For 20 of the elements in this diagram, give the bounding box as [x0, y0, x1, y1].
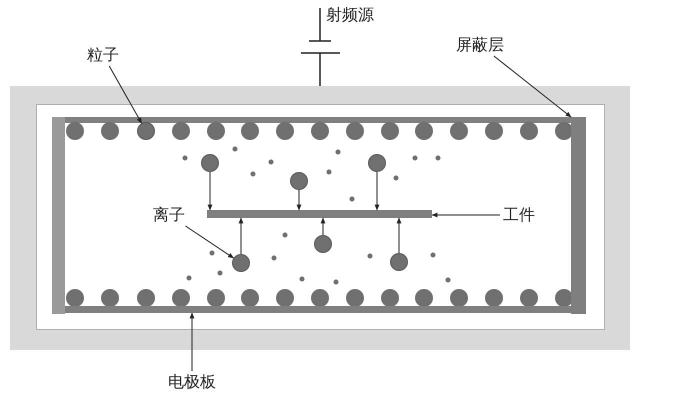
arrow	[493, 56, 572, 118]
plate-bar	[207, 210, 432, 218]
arrow	[431, 212, 500, 218]
arrow	[320, 217, 326, 236]
arrow	[396, 217, 402, 254]
arrow	[190, 312, 194, 372]
arrow	[238, 217, 244, 254]
plate-bar	[571, 117, 586, 314]
arrow	[185, 226, 234, 258]
arrow	[108, 66, 142, 124]
callout-label: 粒子	[84, 44, 122, 66]
source-label: 射频源	[326, 7, 374, 23]
arrow	[374, 172, 380, 211]
arrow	[296, 190, 302, 211]
callout-label: 屏蔽层	[452, 34, 508, 56]
callout-label: 离子	[150, 204, 188, 226]
callout-label: 工件	[500, 204, 538, 226]
callout-label: 电极板	[164, 371, 220, 393]
plate-bar	[65, 306, 571, 313]
arrow	[208, 172, 212, 211]
